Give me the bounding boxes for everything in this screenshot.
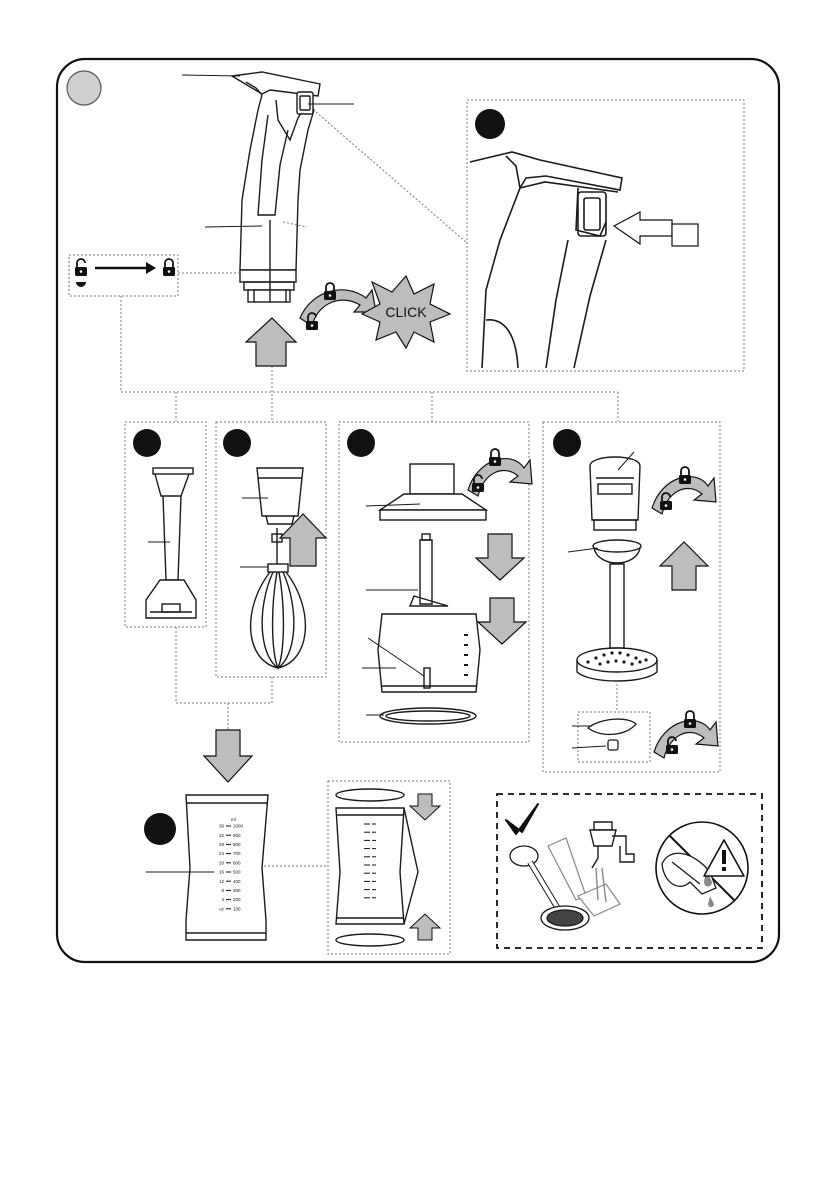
jug-lids-scale-tick (372, 889, 376, 890)
jug-scale-tick (226, 835, 231, 836)
step-badge-2 (223, 429, 251, 457)
jug-lids-scale-tick (372, 832, 376, 833)
jug-scale-oz-label: 20 (219, 860, 225, 865)
jug-lids-scale-tick (364, 832, 370, 833)
step-badge-5 (144, 813, 176, 845)
down-arrow-jug-icon (204, 730, 252, 782)
step-badge-3 (347, 429, 375, 457)
jug-scale-unit: ml (231, 817, 236, 822)
motor-leader-lines (182, 75, 354, 227)
jug-lids-scale-tick (364, 865, 370, 866)
jug-scale-ml-label: 700 (233, 851, 241, 856)
jug-scale-oz-label: 32 (219, 833, 225, 838)
jug-scale-ml-label: 800 (233, 842, 241, 847)
jug-scale-oz-label: 24 (219, 851, 225, 856)
step-badge-1 (133, 429, 161, 457)
jug-scale-tick (226, 881, 231, 882)
jug-lids-scale-tick (364, 889, 370, 890)
jug-lids-scale-tick (364, 881, 370, 882)
up-arrow-icon (246, 318, 296, 366)
jug-scale-tick (226, 844, 231, 845)
jug-scale-oz-label: oz (219, 906, 225, 911)
step-badge-grey (67, 71, 101, 105)
jug-lids-scale-tick (364, 840, 370, 841)
jug-scale-ml-label: 500 (233, 870, 241, 875)
jug-lids-scale-tick (372, 824, 376, 825)
jug-scale-tick (226, 899, 231, 900)
motor-unit (232, 72, 320, 302)
jug-scale-ml-label: 600 (233, 860, 241, 865)
jug-scale-ml-label: 900 (233, 833, 241, 838)
jug-lids-scale-tick (372, 865, 376, 866)
jug-scale-oz-label: 12 (219, 879, 225, 884)
jug-scale-tick (226, 908, 231, 909)
jug-lids-scale-tick (364, 856, 370, 857)
click-label: CLICK (385, 304, 427, 320)
rotate-arrow-motor (300, 283, 376, 330)
jug-scale-tick (226, 826, 231, 827)
jug-lids-scale-tick (372, 873, 376, 874)
warning-dot (722, 867, 726, 871)
jug-scale-ml-label: 300 (233, 888, 241, 893)
jug-scale-ml-label: 100 (233, 906, 241, 911)
jug-lids-scale-tick (364, 873, 370, 874)
jug-scale-ml-label: 1000 (233, 824, 244, 829)
jug-scale-oz-label: 28 (219, 842, 225, 847)
jug-scale-ml-label: 200 (233, 897, 241, 902)
jug-scale-ml-label: 400 (233, 879, 241, 884)
warning-mark (722, 850, 726, 864)
jug-lids-scale-tick (364, 824, 370, 825)
jug-lids-scale-tick (372, 897, 376, 898)
jug-scale-oz-label: 36 (219, 824, 225, 829)
jug-scale-tick (226, 853, 231, 854)
step-badge-4 (553, 429, 581, 457)
jug-scale-tick (226, 862, 231, 863)
jug-lids-scale-tick (372, 840, 376, 841)
jug-lids-scale-tick (372, 856, 376, 857)
measuring-jug (186, 795, 268, 940)
jug-lids-scale-tick (372, 881, 376, 882)
jug-lids-scale-tick (364, 897, 370, 898)
jug-scale-oz-label: 16 (219, 870, 225, 875)
step-badge-detail (475, 109, 505, 139)
jug-lids-scale-tick (372, 848, 376, 849)
jug-scale-tick (226, 872, 231, 873)
jug-lids-scale-tick (364, 848, 370, 849)
jug-scale-tick (226, 890, 231, 891)
